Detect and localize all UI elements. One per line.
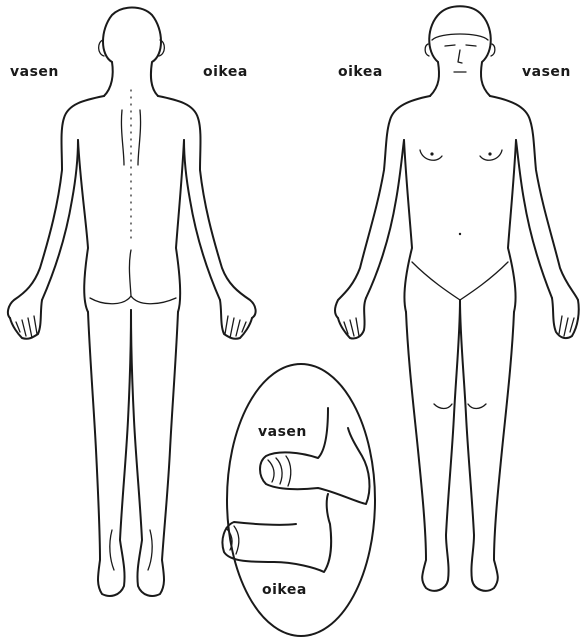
front-view-left-label: oikea [338, 64, 383, 80]
left-foot-sole [260, 408, 369, 504]
back-view-right-label: oikea [203, 64, 248, 80]
front-face [445, 45, 476, 72]
feet-inset-top-label: vasen [258, 424, 307, 440]
front-view-right-label: vasen [522, 64, 571, 80]
back-torso [8, 96, 104, 318]
back-view-left-label: vasen [10, 64, 59, 80]
feet-inset-bottom-label: oikea [262, 582, 307, 598]
back-buttocks [90, 296, 176, 304]
front-view-figure [335, 6, 579, 591]
back-view-figure [8, 8, 256, 596]
right-foot-sole [222, 494, 331, 572]
front-legs [406, 300, 460, 591]
